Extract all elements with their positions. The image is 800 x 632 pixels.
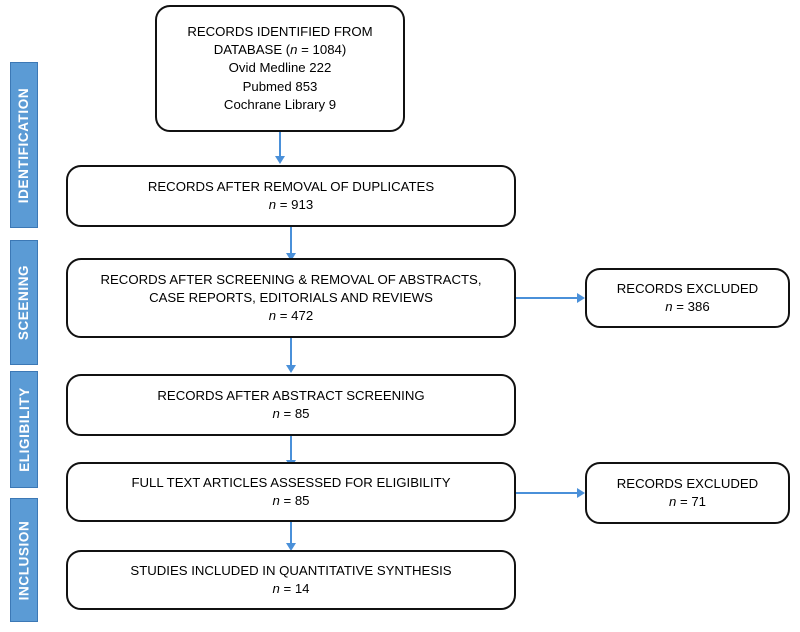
phase-bar-screening: SCEENING xyxy=(10,240,38,365)
phase-bar-eligibility: ELIGIBILITY xyxy=(10,371,38,488)
phase-label-inclusion: INCLUSION xyxy=(16,520,32,600)
connector-arrowhead xyxy=(285,253,296,261)
box-line: n = 85 xyxy=(272,406,310,421)
box-line: n = 472 xyxy=(268,308,314,324)
box-line: RECORDS AFTER REMOVAL OF DUPLICATES xyxy=(147,178,435,194)
box-line: Cochrane Library 9 xyxy=(223,96,337,112)
box-records-excluded-screening: RECORDS EXCLUDED n = 386 xyxy=(585,268,790,328)
connector-line xyxy=(516,492,578,494)
connector-line xyxy=(290,227,292,255)
connector-arrowhead xyxy=(577,292,585,303)
phase-label-screening: SCEENING xyxy=(16,264,32,341)
box-line: RECORDS AFTER SCREENING & REMOVAL OF ABS… xyxy=(100,271,482,287)
box-after-abstract-screening: RECORDS AFTER ABSTRACT SCREENING n = 85 xyxy=(66,374,516,436)
phase-label-identification: IDENTIFICATION xyxy=(16,87,32,203)
box-after-duplicates: RECORDS AFTER REMOVAL OF DUPLICATES n = … xyxy=(66,165,516,227)
connector-arrowhead xyxy=(285,365,296,373)
box-line: RECORDS IDENTIFIED FROM xyxy=(187,23,373,39)
box-line: DATABASE (n = 1084) xyxy=(213,42,347,58)
box-studies-included: STUDIES INCLUDED IN QUANTITATIVE SYNTHES… xyxy=(66,550,516,610)
connector-line xyxy=(290,436,292,462)
connector-line xyxy=(290,338,292,367)
connector-line xyxy=(516,297,578,299)
box-full-text-assessed: FULL TEXT ARTICLES ASSESSED FOR ELIGIBIL… xyxy=(66,462,516,522)
box-line: RECORDS EXCLUDED xyxy=(616,280,759,296)
phase-bar-inclusion: INCLUSION xyxy=(10,498,38,622)
connector-arrowhead xyxy=(274,156,285,164)
box-line: STUDIES INCLUDED IN QUANTITATIVE SYNTHES… xyxy=(130,562,452,578)
box-line: RECORDS EXCLUDED xyxy=(616,475,759,491)
connector-arrowhead xyxy=(285,543,296,551)
connector-line xyxy=(290,522,292,545)
box-line: n = 14 xyxy=(272,581,310,596)
box-records-identified: RECORDS IDENTIFIED FROM DATABASE (n = 10… xyxy=(155,5,405,132)
box-line: FULL TEXT ARTICLES ASSESSED FOR ELIGIBIL… xyxy=(131,474,451,490)
box-line: Pubmed 853 xyxy=(242,78,318,94)
box-line: RECORDS AFTER ABSTRACT SCREENING xyxy=(157,387,425,403)
box-line: n = 71 xyxy=(668,494,707,509)
box-line: CASE REPORTS, EDITORIALS AND REVIEWS xyxy=(149,289,433,305)
box-line: n = 386 xyxy=(665,299,710,314)
box-line: n = 85 xyxy=(272,493,310,508)
connector-arrowhead xyxy=(577,487,585,498)
box-line: n = 913 xyxy=(268,197,314,212)
phase-label-eligibility: ELIGIBILITY xyxy=(16,387,32,472)
box-after-screening: RECORDS AFTER SCREENING & REMOVAL OF ABS… xyxy=(66,258,516,338)
phase-bar-identification: IDENTIFICATION xyxy=(10,62,38,228)
connector-line xyxy=(279,132,281,158)
box-line: Ovid Medline 222 xyxy=(228,60,332,76)
box-records-excluded-fulltext: RECORDS EXCLUDED n = 71 xyxy=(585,462,790,524)
